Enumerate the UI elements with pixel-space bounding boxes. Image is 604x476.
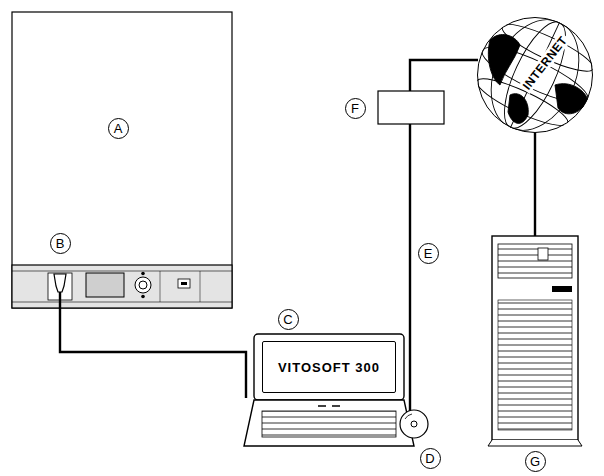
screen-box: VITOSOFT 300 bbox=[262, 341, 396, 393]
globe-node: INTERNET bbox=[477, 17, 593, 133]
callout-letter: D bbox=[420, 448, 441, 469]
software-name: VITOSOFT 300 bbox=[278, 360, 380, 375]
boiler bbox=[12, 12, 232, 308]
callout-letter: B bbox=[50, 233, 71, 254]
callout-letter: G bbox=[525, 451, 546, 472]
globe-label: INTERNET bbox=[519, 32, 572, 94]
callout-letter: F bbox=[345, 98, 366, 119]
laptop bbox=[244, 334, 414, 446]
cables bbox=[60, 60, 535, 430]
adapter-plug bbox=[54, 274, 66, 292]
callout-letter: A bbox=[108, 118, 129, 139]
modem-box bbox=[378, 91, 444, 124]
callout-letter: E bbox=[418, 243, 439, 264]
server-tower bbox=[488, 236, 582, 446]
callout-letter: C bbox=[278, 309, 299, 330]
globe bbox=[472, 6, 597, 145]
cd-disc bbox=[400, 410, 428, 438]
